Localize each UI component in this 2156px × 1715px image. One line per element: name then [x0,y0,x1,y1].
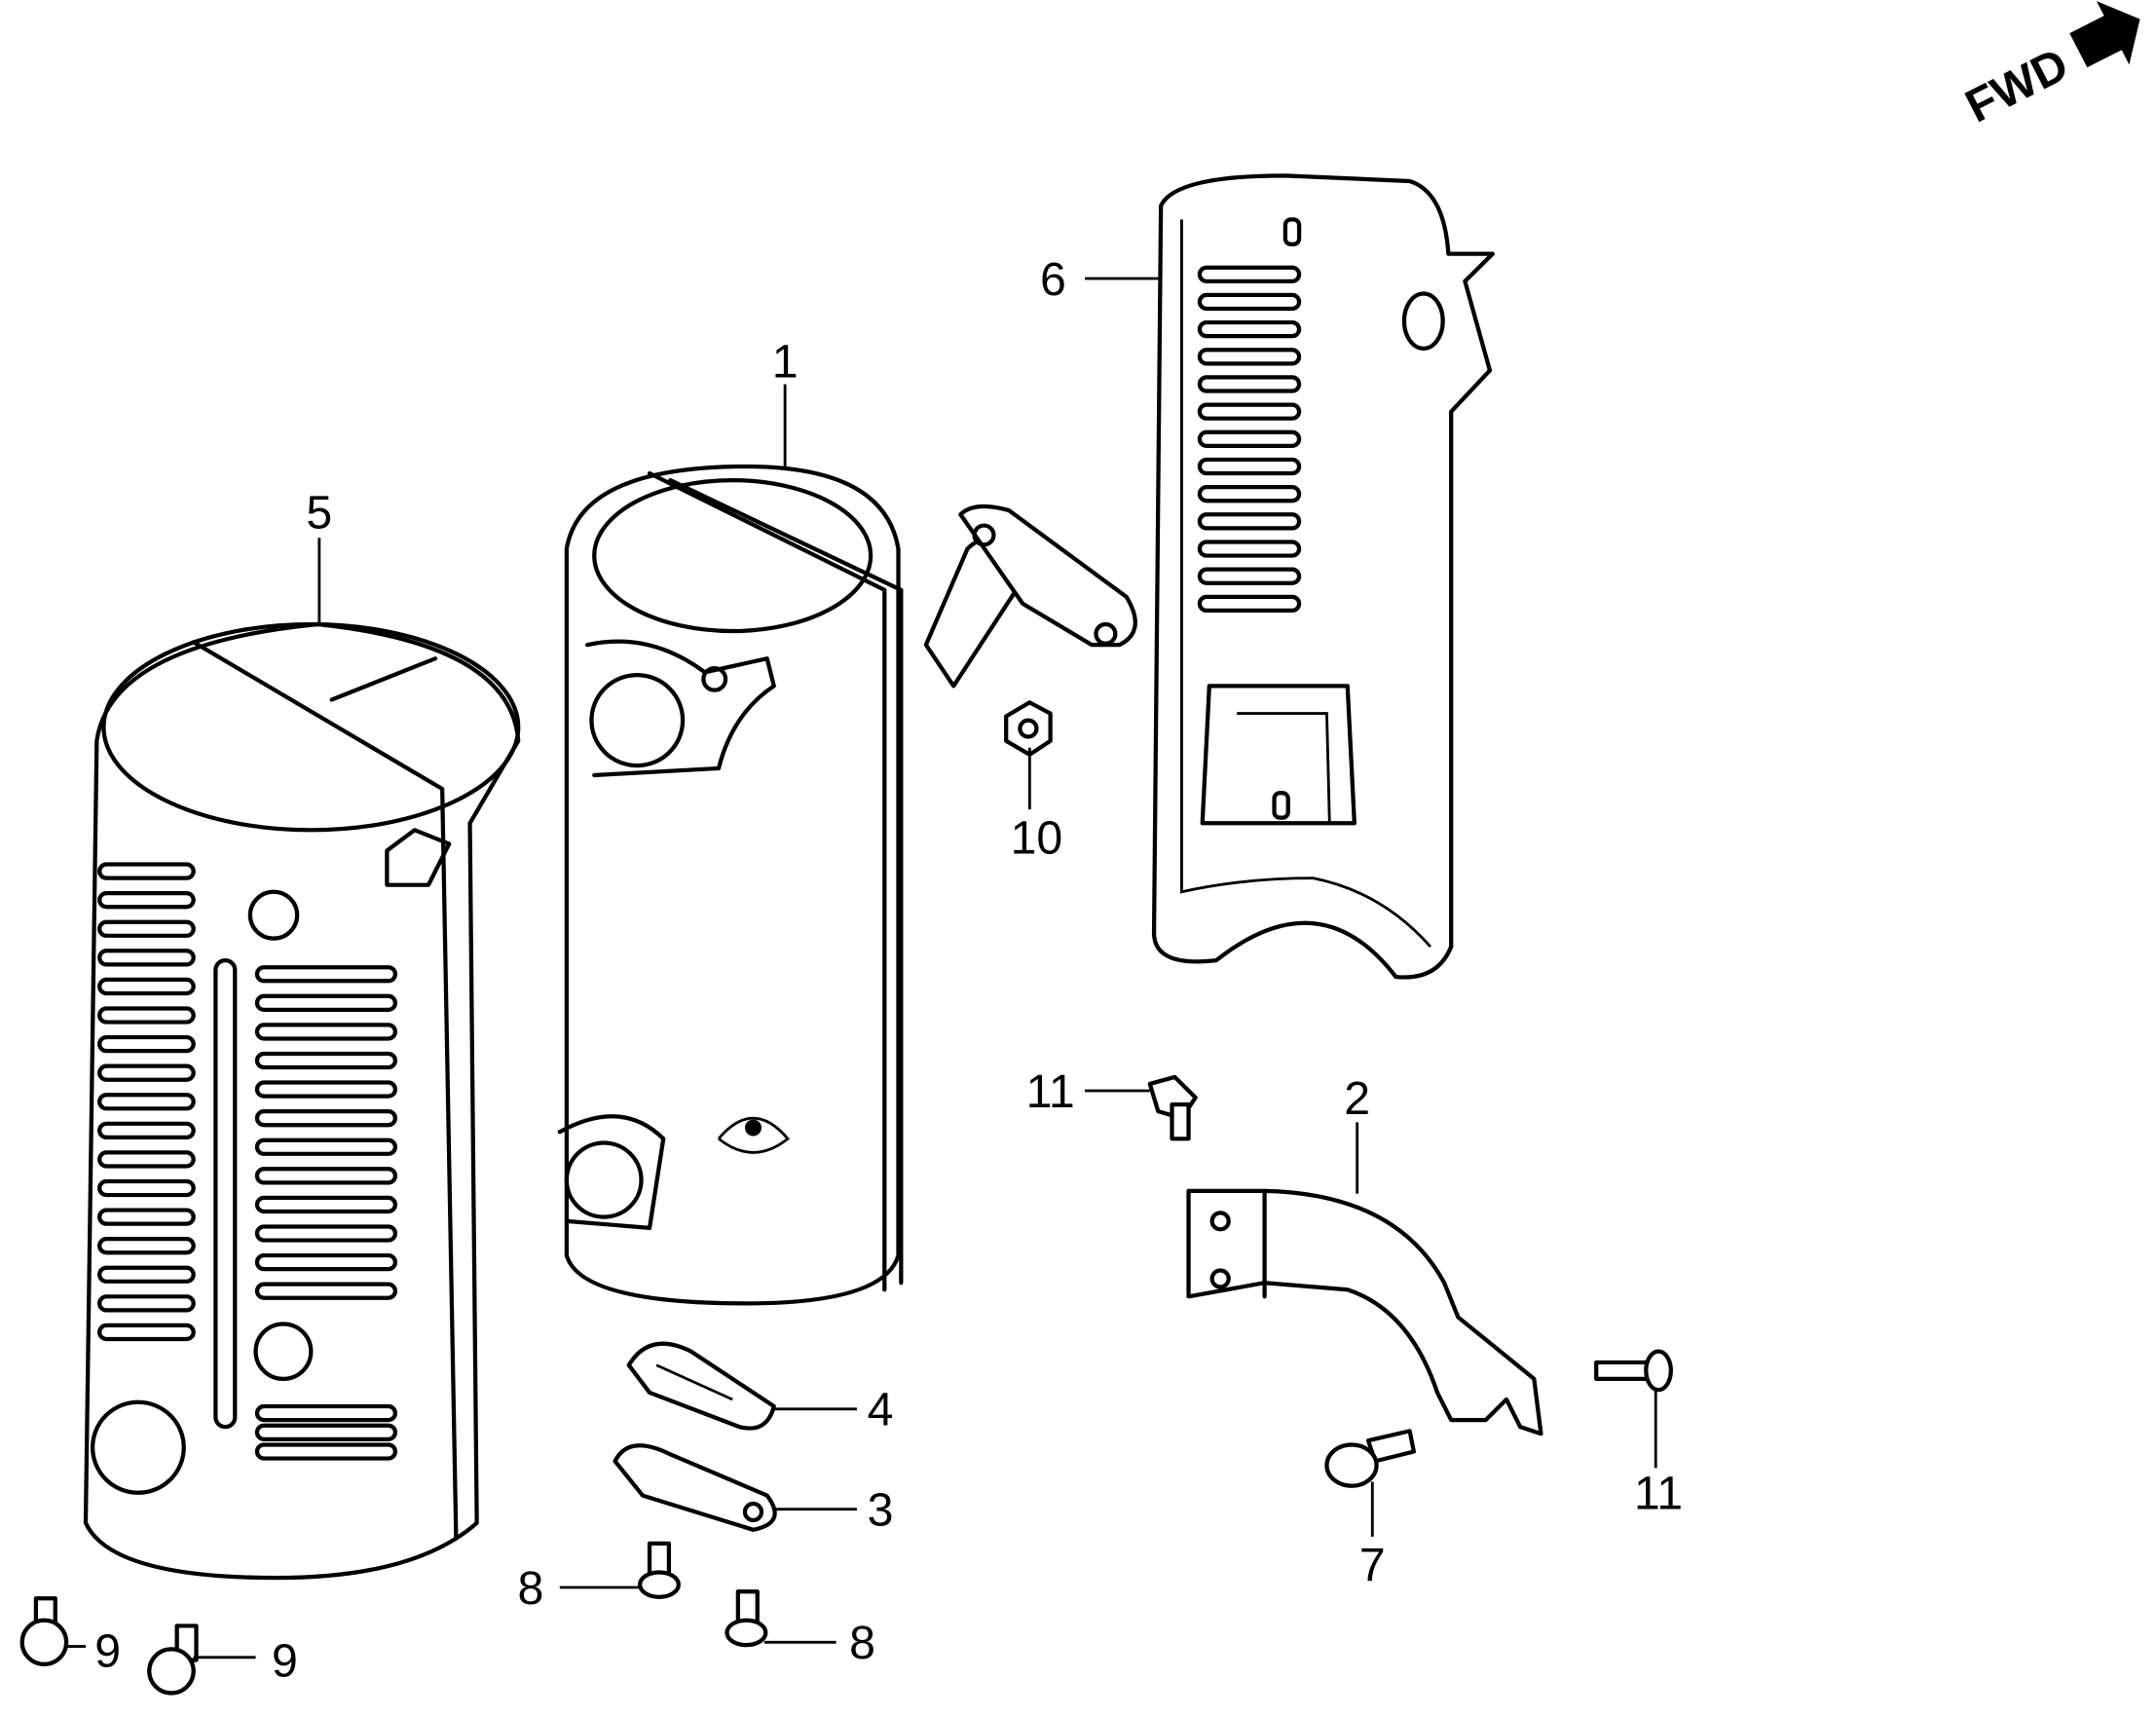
vent-slot [1197,512,1302,531]
vent-slot [97,1323,196,1342]
vent-slot [97,949,196,967]
vent-slot [1197,485,1302,503]
callout-8-right: 8 [849,1617,875,1669]
vent-slot [97,1237,196,1255]
vent-slot [254,1403,398,1423]
vent-slot [97,1006,196,1025]
vent-slot [254,1051,398,1070]
vent-slot [1197,457,1302,476]
vent-slot [1197,540,1302,558]
callout-9-right: 9 [272,1635,298,1688]
callout-11-upper: 11 [1026,1065,1075,1118]
vent-slot [97,1063,196,1082]
vent-slot [254,1442,398,1461]
forward-arrow-icon [2069,1,2140,68]
vent-slot [254,1023,398,1041]
part-3-plate [613,1443,777,1532]
callout-8-left: 8 [518,1562,544,1615]
callout-2: 2 [1344,1072,1370,1125]
vent-slot [1197,402,1302,421]
part-2-bracket [1186,1188,1543,1436]
part-11-bolt-right [1594,1349,1673,1393]
vent-slot [1197,348,1302,366]
part-1-muffler [557,464,1137,1306]
part-8-screw-left [637,1541,681,1599]
vent-slot [97,1150,196,1169]
vent-slot [97,1121,196,1140]
vent-slot [254,1195,398,1214]
callout-5: 5 [306,487,332,540]
vent-slot [254,1423,398,1441]
vent-slot [254,1252,398,1272]
vent-slot [254,1080,398,1099]
vent-slot [1197,375,1302,393]
part-10-nut [1004,700,1053,757]
vent-slot [97,1093,196,1111]
vent-slot [254,1137,398,1156]
vent-slot [254,993,398,1012]
vent-slot [97,919,196,938]
vent-slot [97,1294,196,1313]
part-9-bolt-left [19,1596,69,1666]
vent-slot [97,977,196,996]
vent-slot [254,1109,398,1128]
vent-slot [1197,319,1302,339]
part-8-screw-right [725,1589,768,1648]
leader-lines [66,277,1657,1659]
vent-slot [1197,292,1302,312]
vent-slot [97,1034,196,1054]
vent-slot [1197,594,1302,614]
vent-slot [1197,567,1302,585]
vent-slot [97,1265,196,1284]
vent-slot [254,1167,398,1185]
callout-1: 1 [772,336,799,389]
vent-slot [254,1224,398,1243]
part-5-front-cover [83,621,521,1581]
callout-4: 4 [868,1384,894,1436]
forward-direction-marker: FWD [1957,1,2140,133]
vent-slot [1197,265,1302,283]
vent-slot [97,891,196,910]
part-11-bolt-upper [1147,1074,1198,1141]
callout-3: 3 [868,1484,894,1537]
vent-slot [1197,429,1302,448]
part-9-bolt-right [147,1623,199,1696]
part-7-bolt [1324,1429,1417,1488]
vent-slot [254,1282,398,1300]
callout-9-left: 9 [94,1625,121,1678]
callout-7: 7 [1359,1539,1386,1591]
vent-slot [97,1178,196,1198]
vent-slot [254,965,398,984]
vent-slot [97,1208,196,1226]
callout-6: 6 [1040,253,1066,306]
fwd-label: FWD [1957,38,2076,132]
callout-10: 10 [1011,811,1063,864]
part-6-heat-shield [1151,173,1495,980]
vent-slot [97,862,196,880]
callout-11-right: 11 [1634,1468,1683,1520]
